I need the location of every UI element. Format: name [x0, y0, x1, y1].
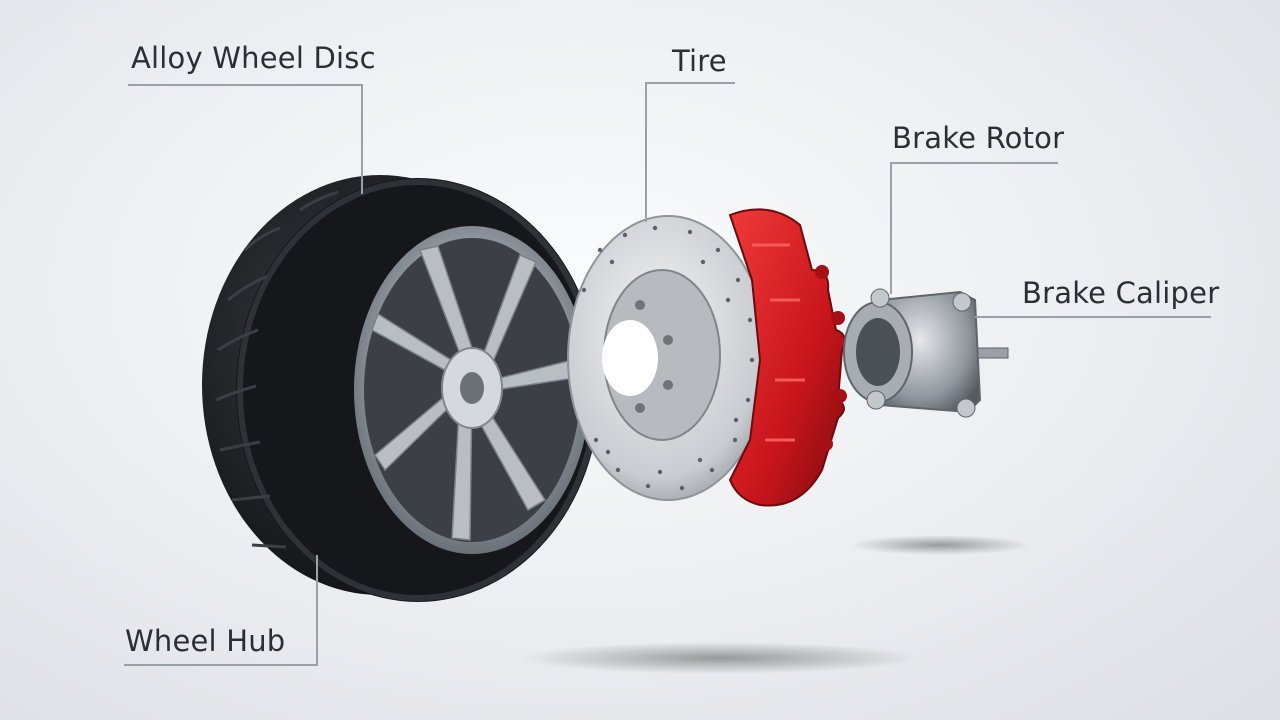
leader-hub-vertical: [316, 555, 318, 665]
leader-caliper-horizontal: [975, 316, 1211, 318]
leader-hub-horizontal: [124, 664, 318, 666]
leader-alloy-horizontal: [128, 84, 363, 86]
label-brake-rotor: Brake Rotor: [892, 121, 1065, 155]
leader-rotor-vertical: [890, 162, 892, 294]
label-alloy-wheel-disc: Alloy Wheel Disc: [131, 41, 376, 75]
brake-rotor: [567, 215, 769, 501]
leader-tire-horizontal: [645, 82, 735, 84]
tire-shadow: [520, 642, 920, 674]
leader-alloy-vertical: [361, 84, 363, 194]
alloy-wheel: [354, 226, 590, 554]
leader-rotor-horizontal: [890, 162, 1058, 164]
label-tire: Tire: [672, 44, 727, 78]
label-wheel-hub: Wheel Hub: [125, 624, 286, 658]
wheel-hub-assembly: [843, 288, 1009, 418]
hub-shadow: [850, 535, 1030, 555]
brake-caliper: [728, 208, 847, 507]
label-brake-caliper: Brake Caliper: [1022, 276, 1220, 310]
leader-tire-vertical: [645, 82, 647, 222]
